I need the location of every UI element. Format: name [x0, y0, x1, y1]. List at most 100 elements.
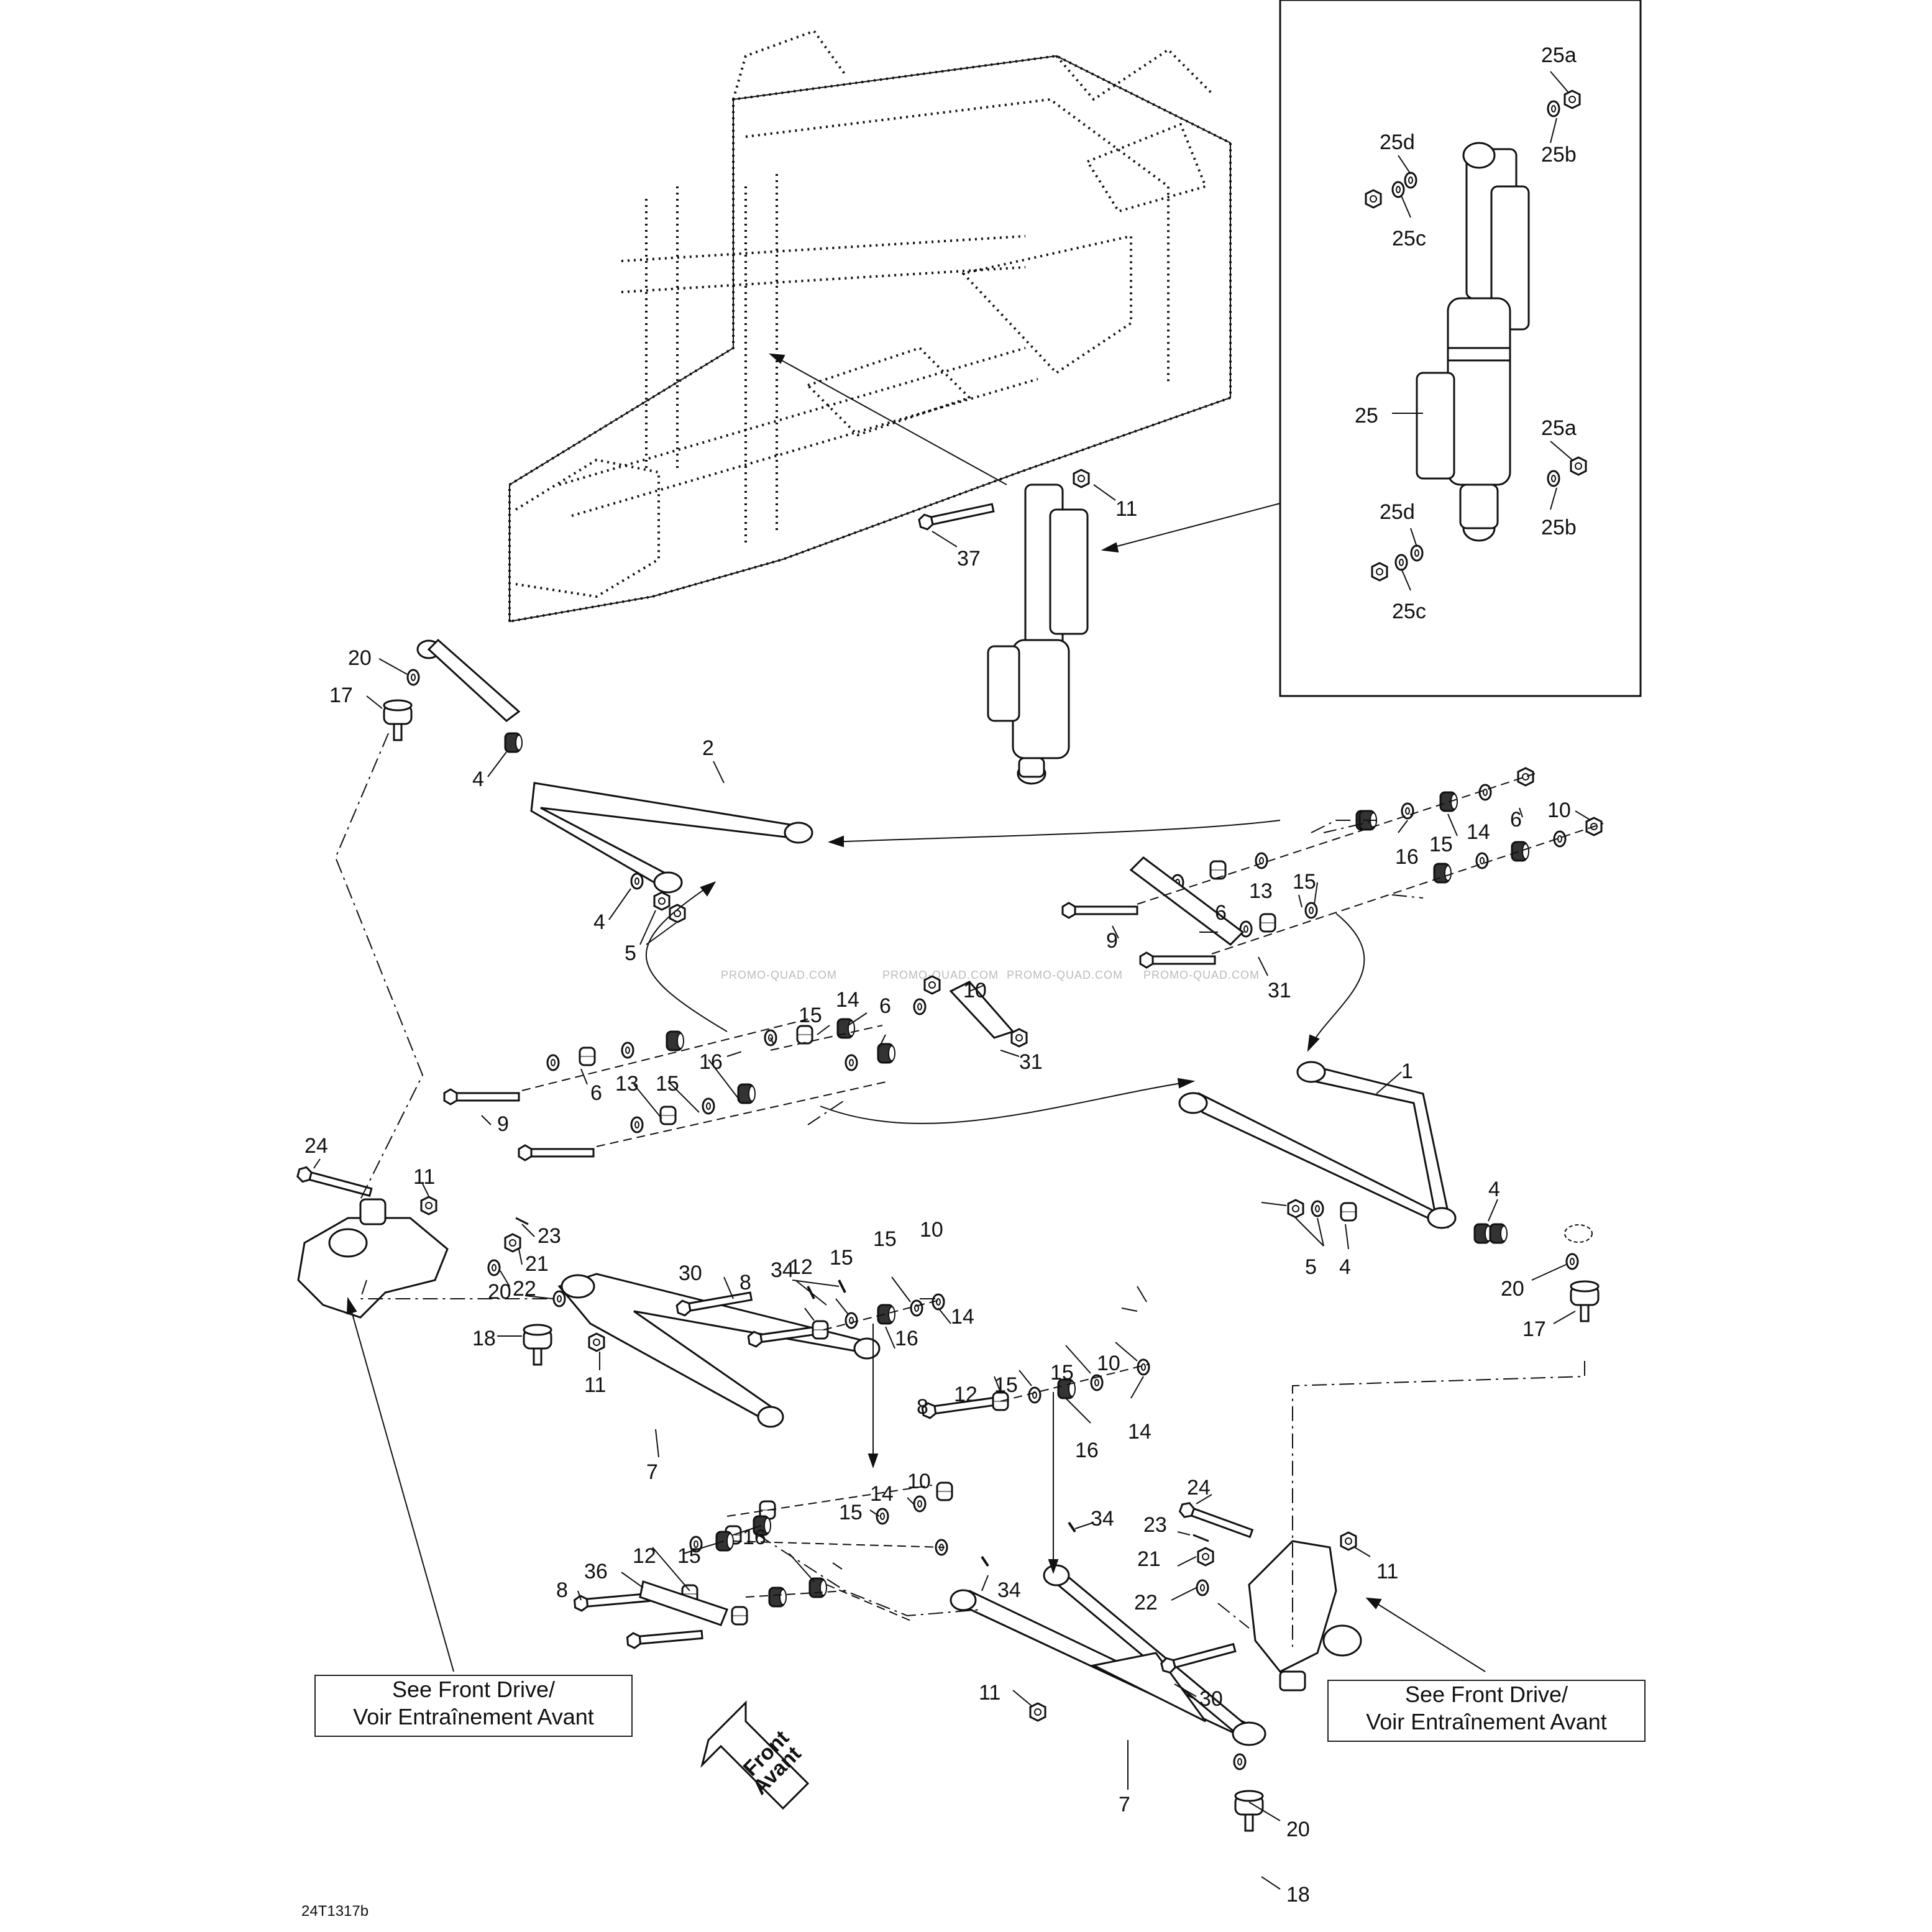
callout-16-right-stack: 16 — [1395, 845, 1419, 869]
callout-31-left: 31 — [1019, 1050, 1043, 1074]
callout-25a-bottom: 25a — [1541, 416, 1577, 440]
callout-14-right-stack: 14 — [1467, 820, 1490, 844]
see-front-drive-right: See Front Drive/ Voir Entraînement Avant — [1327, 1680, 1646, 1742]
callout-7-right: 7 — [1119, 1793, 1130, 1816]
callout-7-left: 7 — [646, 1460, 658, 1484]
callout-6-left-stack-bottom: 6 — [590, 1081, 602, 1105]
upper-arm-right-leaders — [1261, 1071, 1576, 1324]
callout-6-right-stack-bottom: 6 — [1215, 901, 1227, 925]
callout-25b-top: 25b — [1541, 143, 1577, 167]
callout-25c-bottom: 25c — [1392, 600, 1426, 623]
callout-20-upper-left: 20 — [348, 646, 372, 670]
callout-30-left: 30 — [679, 1261, 702, 1285]
callout-25c-top: 25c — [1392, 227, 1426, 250]
callout-24-right: 24 — [1187, 1476, 1211, 1499]
callout-25a-top: 25a — [1541, 43, 1577, 67]
callout-15-lower-c: 15 — [839, 1501, 863, 1524]
callout-8-lower-c: 8 — [556, 1578, 568, 1602]
callout-11-right-knuckle: 11 — [1376, 1560, 1398, 1583]
callout-9-right: 9 — [1106, 929, 1118, 953]
callout-9-left: 9 — [497, 1112, 509, 1136]
upper-right-bushing-stack — [1061, 767, 1603, 969]
callout-34-right: 34 — [1091, 1507, 1114, 1531]
callout-25b-bottom: 25b — [1541, 516, 1577, 539]
shock-detail-frame — [1279, 0, 1642, 697]
callout-5-left: 5 — [625, 941, 636, 965]
callout-30-right: 30 — [1199, 1687, 1223, 1711]
callout-22-right: 22 — [1134, 1591, 1158, 1614]
stack-centerlines-left — [521, 1019, 889, 1147]
callout-23-right: 23 — [1143, 1513, 1167, 1537]
assembly-curved-arrows — [346, 820, 1486, 1672]
see-front-drive-left-line2: Voir Entraînement Avant — [353, 1704, 594, 1729]
callout-25: 25 — [1355, 404, 1378, 428]
callout-14-lower-c: 14 — [870, 1482, 894, 1506]
callout-8-lower-a: 8 — [739, 1271, 751, 1294]
shock-detail-leaders — [1392, 71, 1573, 591]
callout-4-right-lower: 4 — [1339, 1255, 1351, 1279]
shock-leaders — [932, 484, 1116, 547]
front-direction-arrow: Front Avant — [700, 1700, 810, 1810]
bracket-36 — [639, 1580, 728, 1626]
lower-assembly-arrows — [868, 1324, 1059, 1575]
callout-6-left-stack-top: 6 — [879, 994, 891, 1018]
watermark-1: PROMO-QUAD.COM — [721, 969, 837, 981]
watermark-2: PROMO-QUAD.COM — [882, 969, 999, 981]
watermark-row: PROMO-QUAD.COM PROMO-QUAD.COM PROMO-QUAD… — [721, 969, 1259, 981]
stack-leaders-right — [1112, 807, 1591, 976]
callout-36: 36 — [584, 1560, 608, 1583]
callout-10-lower-b: 10 — [1097, 1352, 1120, 1375]
callout-10-right-stack: 10 — [1547, 799, 1571, 822]
callout-16-lower-b: 16 — [1075, 1439, 1099, 1462]
callout-8-lower-b: 8 — [917, 1395, 928, 1419]
lower-a-arm-right — [950, 1564, 1266, 1746]
callout-20-lower-right: 20 — [1286, 1818, 1310, 1841]
callout-14-left-stack: 14 — [836, 988, 859, 1012]
callout-11-lower-left: 11 — [584, 1373, 606, 1397]
callout-15-lower-c2: 15 — [677, 1544, 701, 1568]
lower-a-arm-left — [557, 1273, 881, 1428]
shock-mount-arrow — [769, 353, 1007, 485]
callout-31-right: 31 — [1268, 979, 1291, 1002]
detail-to-shock-arrow — [1101, 503, 1281, 553]
callout-18-right: 18 — [1286, 1883, 1310, 1907]
frame-outline — [509, 55, 1231, 623]
lower-mid-stack — [523, 1280, 1264, 1832]
callout-17-right: 17 — [1522, 1317, 1546, 1341]
callout-11-left-knuckle: 11 — [413, 1165, 435, 1189]
callout-37: 37 — [957, 547, 981, 570]
callout-17-left: 17 — [329, 684, 353, 707]
callout-2: 2 — [702, 736, 714, 760]
callout-20-lower-left: 20 — [488, 1280, 511, 1304]
callout-14-lower-b: 14 — [1128, 1420, 1151, 1444]
callout-12-lower-c: 12 — [633, 1544, 656, 1568]
callout-15-right-stack-a: 15 — [1429, 833, 1453, 856]
bracket-31-left — [949, 981, 1015, 1039]
callout-21-left: 21 — [525, 1252, 549, 1276]
see-front-drive-right-line1: See Front Drive/ — [1404, 1682, 1568, 1707]
callout-12-lower-a: 12 — [789, 1255, 813, 1279]
steering-knuckle-right — [1248, 1540, 1362, 1692]
stack-leaders-left — [481, 984, 1020, 1125]
callout-22-left: 22 — [513, 1277, 536, 1301]
upper-left-bushing-stack — [443, 975, 1028, 1161]
callout-10-left-stack: 10 — [963, 979, 987, 1002]
callout-12-lower-b: 12 — [954, 1383, 977, 1406]
callout-15-lower-b1: 15 — [1050, 1361, 1074, 1385]
callout-4-left-pivot: 4 — [593, 910, 605, 934]
upper-arm-left-leaders — [366, 658, 725, 945]
shock-absorber-detail — [1416, 142, 1530, 542]
callout-15-left-stack-a: 15 — [799, 1004, 822, 1027]
see-front-drive-right-line2: Voir Entraînement Avant — [1366, 1709, 1607, 1734]
see-front-drive-left: See Front Drive/ Voir Entraînement Avant — [314, 1675, 633, 1737]
callout-4-right-upper: 4 — [1488, 1178, 1500, 1201]
upper-a-arm-right — [1178, 1061, 1457, 1229]
callout-24-left: 24 — [304, 1134, 328, 1158]
lower-leaders — [497, 1276, 1281, 1890]
callout-20-right: 20 — [1501, 1277, 1524, 1301]
vehicle-frame — [508, 30, 1232, 623]
drawing-id: 24T1317b — [301, 1903, 369, 1920]
callout-16-left-stack: 16 — [699, 1050, 723, 1074]
callout-34-left: 34 — [771, 1258, 794, 1282]
